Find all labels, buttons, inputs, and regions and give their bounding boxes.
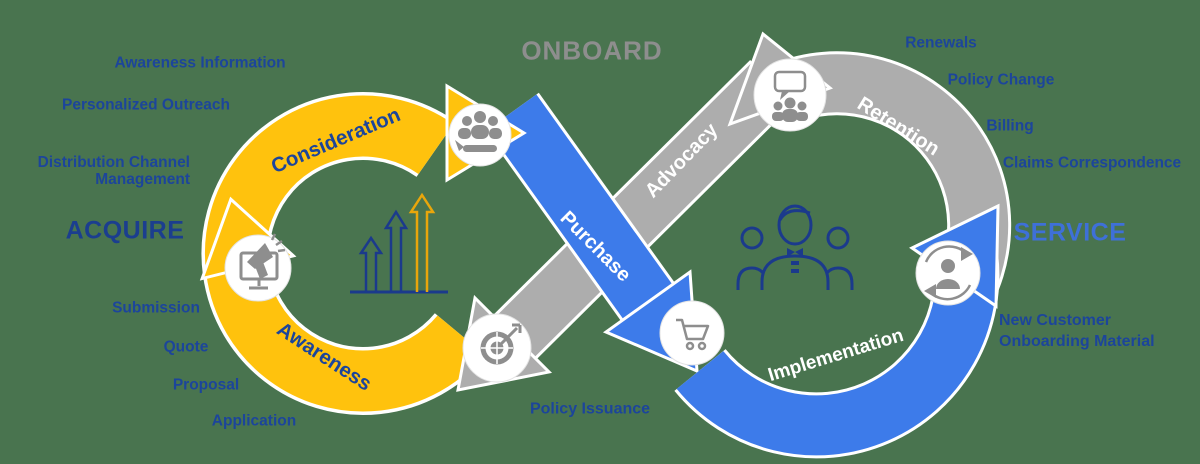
item-distribution-channel-line2: Management [95,171,190,188]
item-awareness-information: Awareness Information [114,54,286,72]
item-policy-issuance: Policy Issuance [529,400,651,418]
item-renewals: Renewals [905,34,977,52]
consideration-people-icon [455,111,502,152]
item-new-customer-line1: New Customer [999,312,1112,329]
item-personalized-outreach: Personalized Outreach [62,96,230,114]
item-application: Application [211,412,297,430]
item-new-customer-onboarding: New Customer Onboarding Material [999,310,1155,352]
item-proposal: Proposal [172,376,240,394]
testimonial-icon [772,70,808,122]
digital-outreach-icon [239,233,286,290]
item-submission: Submission [112,299,200,317]
phase-header-onboard: ONBOARD [521,35,663,66]
item-distribution-channel: Distribution Channel Management [38,154,190,188]
customer-group-icon [736,204,854,290]
phase-header-service: SERVICE [1013,218,1127,247]
growth-arrows-icon [350,192,448,294]
item-distribution-channel-line1: Distribution Channel [37,154,190,171]
cart-icon [676,318,710,351]
item-policy-change: Policy Change [947,71,1055,89]
item-billing: Billing [986,117,1034,135]
purchase-band [485,92,675,322]
target-icon [480,323,522,365]
implementation-band [674,250,1000,459]
item-new-customer-line2: Onboarding Material [999,333,1155,350]
item-claims-correspondence: Claims Correspondence [1002,154,1182,172]
item-quote: Quote [163,338,209,356]
phase-header-acquire: ACQUIRE [65,216,185,245]
customer-cycle-icon [924,245,973,301]
